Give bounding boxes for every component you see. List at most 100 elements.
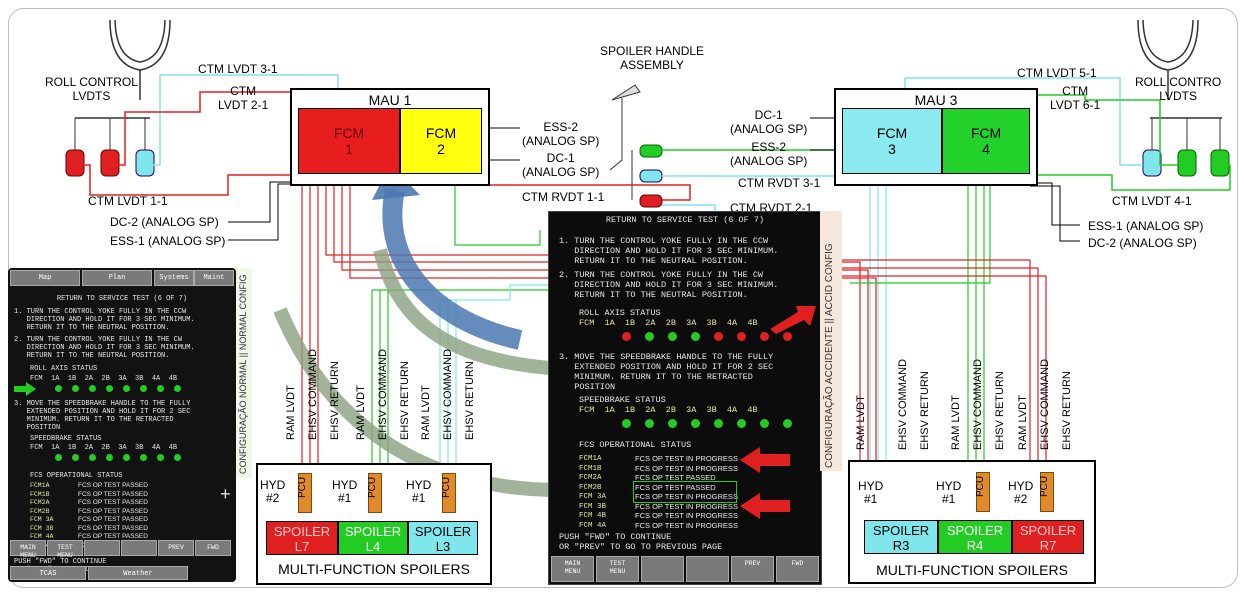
status-dot — [89, 454, 96, 461]
normal-bottom-tab[interactable]: Weather — [88, 566, 188, 580]
ops-fcm-status: FCS OP TEST IN PROGRESS — [635, 511, 738, 521]
softkey-button[interactable]: TEST MENU — [47, 540, 83, 556]
spoiler-handle-label: SPOILER HANDLE ASSEMBLY — [600, 44, 704, 72]
accid-step1: 1. TURN THE CONTROL YOKE FULLY IN THE CC… — [559, 236, 778, 266]
normal-top-tab[interactable]: Maint — [194, 270, 234, 286]
ops-fcm-id: FCM2B — [579, 483, 602, 493]
accid-speed-fcm-row: FCM 1A 1B 2A 2B 3A 3B 4A 4B — [579, 405, 758, 415]
softkey-button[interactable]: MAIN MENU — [10, 540, 46, 556]
status-dot — [783, 419, 792, 428]
accid-roll-status-title: ROLL AXIS STATUS — [579, 308, 661, 318]
normal-roll-status-title: ROLL AXIS STATUS — [30, 364, 97, 374]
pcu-label: PCU — [297, 477, 308, 498]
status-dot — [760, 419, 769, 428]
right-multifunction-spoilers-box: HYD #1 PCU HYD #1 PCU HYD #2 SPOILER R3 … — [848, 460, 1096, 584]
normal-config-display: MapPlanSystemsMaint RETURN TO SERVICE TE… — [8, 268, 236, 582]
ops-fcm-status: FCS OP TEST IN PROGRESS — [635, 521, 738, 531]
accid-roll-fcm-row: FCM 1A 1B 2A 2B 3A 3B 4A 4B — [579, 318, 758, 328]
ess2-analog-sp-mau1-label: ESS-2 (ANALOG SP) — [522, 120, 599, 148]
left-l7-ehsv-command-label: EHSV COMMAND — [307, 349, 319, 440]
softkey-button[interactable] — [84, 540, 120, 556]
red-arrow-icon — [740, 493, 790, 519]
softkey-button[interactable]: PREV — [731, 556, 774, 582]
red-arrow-icon — [768, 304, 818, 334]
spoiler-l7: SPOILER L7 — [266, 521, 338, 555]
spoiler-l3: SPOILER L3 — [408, 521, 478, 555]
ess2-analog-sp-mau3-label: ESS-2 (ANALOG SP) — [730, 140, 807, 168]
green-arrow-icon — [14, 382, 36, 396]
right-r7-ehsv-command-label: EHSV COMMAND — [1039, 359, 1051, 450]
normal-top-tab[interactable]: Map — [10, 270, 80, 286]
ops-fcm-id: FCM 3A — [579, 492, 606, 502]
accid-speedbrake-title: SPEEDBRAKE STATUS — [579, 395, 666, 405]
status-dot — [714, 419, 723, 428]
ctm-rvdt-1-1-label: CTM RVDT 1-1 — [522, 190, 604, 204]
fcm2-block: FCM 2 — [400, 108, 482, 174]
softkey-button[interactable]: FWD — [195, 540, 231, 556]
status-dot — [737, 332, 746, 341]
right-r3-ram-lvdt-label: RAM LVDT — [855, 395, 867, 450]
accid-step2: 2. TURN THE CONTROL YOKE FULLY IN THE CW… — [559, 270, 778, 300]
accid-passed-highlight — [633, 481, 737, 503]
accid-screen-title: RETURN TO SERVICE TEST (6 OF 7) — [549, 215, 821, 225]
left-spoiler-l3-hyd: HYD #1 — [406, 479, 431, 505]
status-dot — [691, 332, 700, 341]
spoiler-r4: SPOILER R4 — [938, 520, 1012, 554]
right-spoiler-r3-hyd: HYD #1 — [858, 480, 883, 506]
softkey-button[interactable]: FWD — [776, 556, 819, 582]
ctm-rvdt-3-1-label: CTM RVDT 3-1 — [738, 176, 820, 190]
normal-roll-fcm-row: FCM 1A 1B 2A 2B 3A 3B 4A 4B — [30, 374, 177, 384]
fcm4-block: FCM 4 — [942, 108, 1030, 174]
dc2-analog-sp-right-label: DC-2 (ANALOG SP) — [1088, 236, 1197, 250]
right-spoiler-r7-pcu: PCU — [1040, 472, 1054, 512]
left-l4-ehsv-return-label: EHSV RETURN — [399, 361, 411, 440]
left-l3-ehsv-return-label: EHSV RETURN — [464, 361, 476, 440]
accid-push-instructions: PUSH "FWD" TO CONTINUE OR "PREV" TO GO T… — [559, 532, 722, 552]
accid-config-banner-label: CONFIGURAÇÃO ACCIDENTE || ACCID CONFIG — [824, 208, 835, 468]
status-dot — [72, 454, 79, 461]
normal-step3: 3. MOVE THE SPEEDBRAKE HANDLE TO THE FUL… — [14, 400, 190, 432]
status-dot — [622, 332, 631, 341]
status-dot — [140, 454, 147, 461]
left-multifunction-spoilers-box: HYD #2 PCU HYD #1 PCU HYD #1 PCU SPOILER… — [256, 463, 492, 585]
status-dot — [89, 385, 96, 392]
right-spoiler-r7-hyd: HYD #2 — [1008, 480, 1033, 506]
status-dot — [645, 332, 654, 341]
left-mfs-label: MULTI-FUNCTION SPOILERS — [258, 561, 490, 577]
softkey-button[interactable]: PREV — [158, 540, 194, 556]
status-dot — [645, 419, 654, 428]
normal-speed-fcm-row: FCM 1A 1B 2A 2B 3A 3B 4A 4B — [30, 443, 177, 453]
status-dot — [106, 385, 113, 392]
status-dot — [174, 454, 181, 461]
softkey-button[interactable]: MAIN MENU — [551, 556, 594, 582]
left-l7-ram-lvdt-label: RAM LVDT — [285, 385, 297, 440]
left-spoiler-l7-pcu: PCU — [298, 473, 312, 513]
mau1-title: MAU 1 — [292, 92, 488, 108]
status-dot — [140, 385, 147, 392]
ctm-lvdt-3-1-label: CTM LVDT 3-1 — [198, 62, 278, 76]
left-l7-ehsv-return-label: EHSV RETURN — [329, 361, 341, 440]
ops-fcm-status: FCS OP TEST IN PROGRESS — [635, 464, 738, 474]
normal-ops-title: FCS OPERATIONAL STATUS — [30, 471, 122, 481]
mau3-title: MAU 3 — [836, 92, 1036, 108]
softkey-button[interactable] — [641, 556, 684, 582]
softkey-button[interactable]: TEST MENU — [596, 556, 639, 582]
normal-top-tab[interactable]: Plan — [82, 270, 152, 286]
ctm-lvdt-4-1-label: CTM LVDT 4-1 — [1112, 194, 1192, 208]
normal-top-tab[interactable]: Systems — [154, 270, 194, 286]
ctm-lvdt-2-1-label: CTM LVDT 2-1 — [218, 84, 268, 112]
softkey-button[interactable] — [121, 540, 157, 556]
status-dot — [668, 419, 677, 428]
right-mfs-label: MULTI-FUNCTION SPOILERS — [850, 562, 1094, 578]
spoiler-l4: SPOILER L4 — [338, 521, 408, 555]
fcm3-block: FCM 3 — [842, 108, 942, 174]
softkey-button[interactable] — [686, 556, 729, 582]
normal-bottom-tab[interactable]: TCAS — [10, 566, 86, 580]
status-dot — [106, 454, 113, 461]
left-l4-ehsv-command-label: EHSV COMMAND — [377, 349, 389, 440]
right-r4-ehsv-command-label: EHSV COMMAND — [972, 359, 984, 450]
status-dot — [55, 385, 62, 392]
dc2-analog-sp-left-label: DC-2 (ANALOG SP) — [110, 215, 219, 229]
spoiler-r7: SPOILER R7 — [1012, 520, 1084, 554]
left-spoiler-l4-pcu: PCU — [368, 473, 382, 513]
